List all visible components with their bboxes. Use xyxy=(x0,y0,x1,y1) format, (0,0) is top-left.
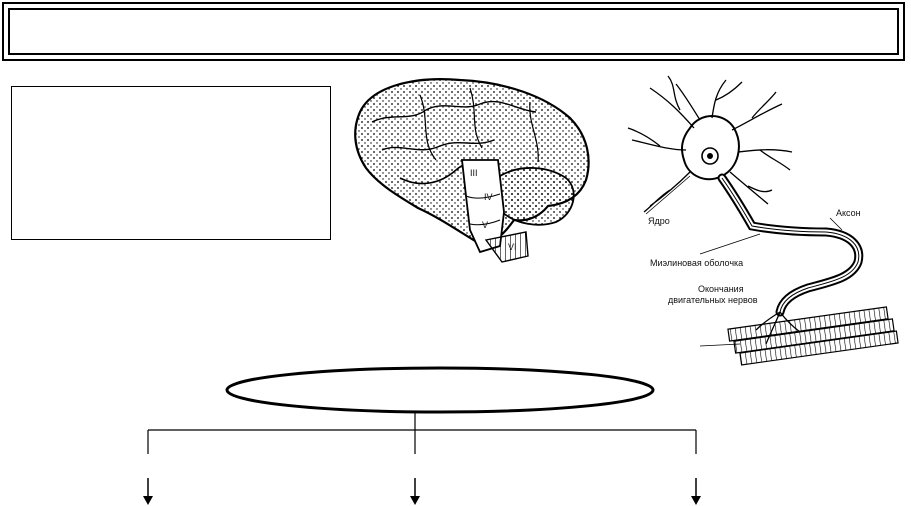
medulla xyxy=(484,231,529,263)
label-myelin: Миэлиновая оболочка xyxy=(650,258,743,268)
label-endings-1: Окончания xyxy=(698,284,744,294)
arrow-left-head xyxy=(143,496,153,505)
brain-label-iv: IV xyxy=(484,192,493,202)
brain-label-iii: III xyxy=(470,168,478,178)
central-oval xyxy=(225,366,655,414)
label-axon: Аксон xyxy=(836,208,861,218)
muscle-fibers xyxy=(727,306,899,366)
brain-sulcus xyxy=(419,87,539,163)
brain-sulcus xyxy=(371,100,537,123)
arrow-right-head xyxy=(691,496,701,505)
label-endings-2: двигательных нервов xyxy=(668,295,758,305)
cerebellum xyxy=(493,167,575,226)
brain-illustration: III IV V VI xyxy=(354,78,590,263)
brain-stem xyxy=(460,159,505,254)
fiber-leader xyxy=(699,343,741,347)
axon-leader xyxy=(829,217,843,231)
axon-line xyxy=(721,177,860,313)
blank-text-box xyxy=(11,86,331,240)
arrow-middle-head xyxy=(410,496,420,505)
brain-label-v: V xyxy=(482,220,488,230)
label-nucleus: Ядро xyxy=(648,216,670,226)
myelin-leader xyxy=(699,233,761,255)
brain-label-vi: VI xyxy=(508,242,517,252)
title-box xyxy=(2,2,905,61)
nucleolus xyxy=(707,153,713,159)
brain-sulcus xyxy=(381,139,495,151)
neuron-illustration: Ядро Аксон Миэлиновая оболочка Окончания… xyxy=(627,75,899,366)
nerve-endings xyxy=(755,311,801,345)
nucleus-leader xyxy=(645,175,691,215)
title-box-inner xyxy=(8,8,899,55)
brain-stem-line xyxy=(465,193,501,226)
